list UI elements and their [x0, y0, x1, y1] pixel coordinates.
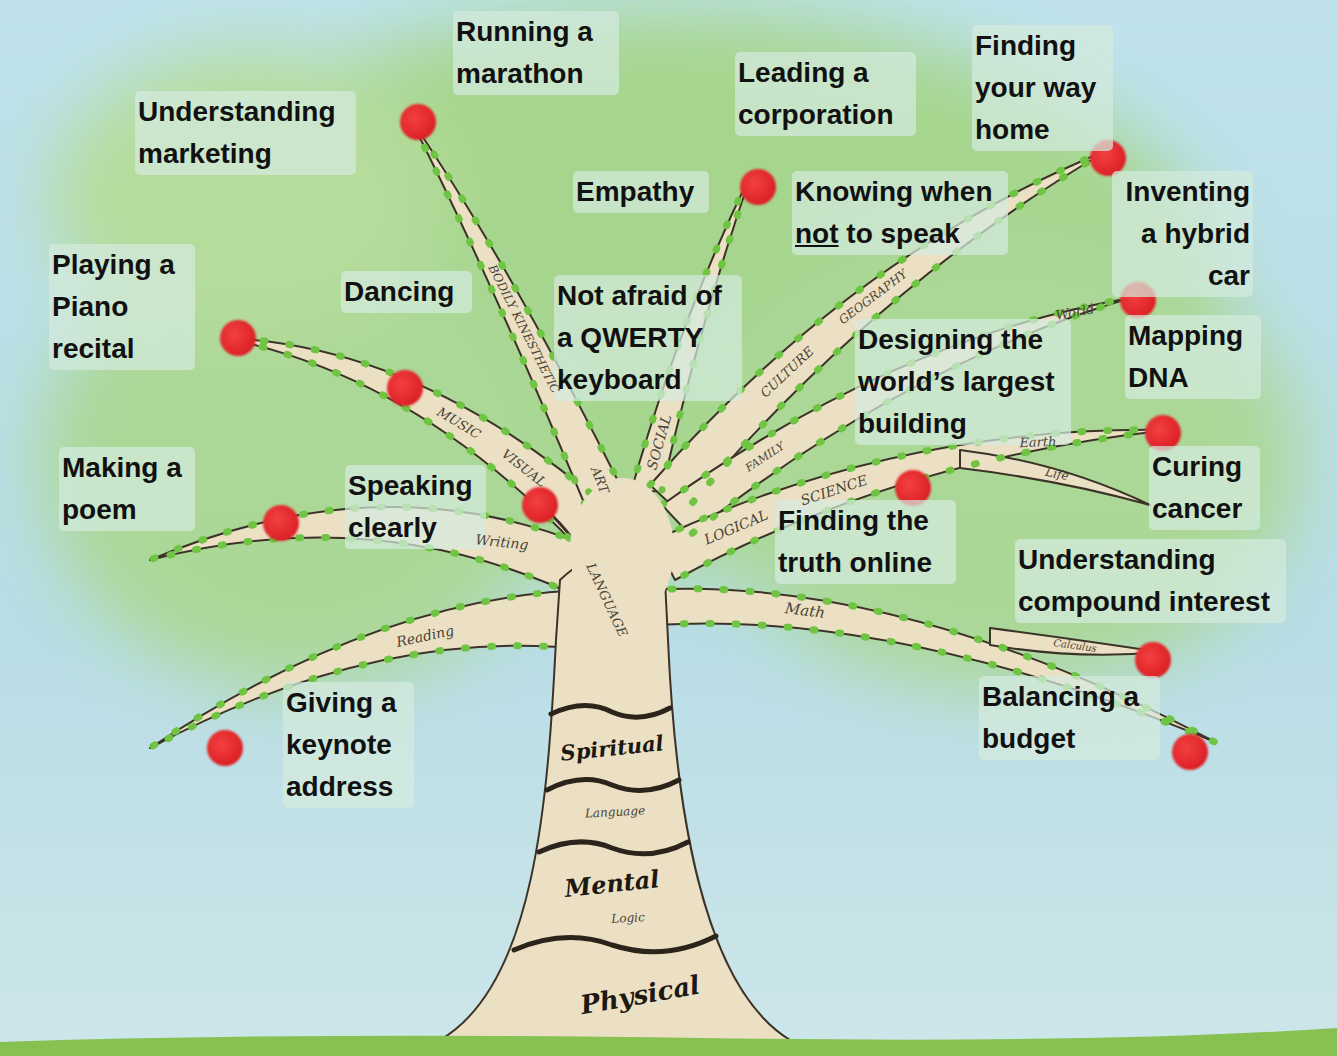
- underlined-word: not: [795, 218, 839, 249]
- apples: [207, 104, 1208, 770]
- skill-label: Knowing when not to speak: [792, 171, 1008, 255]
- branch-word: VISUAL: [500, 447, 549, 489]
- skill-label: Mapping DNA: [1125, 315, 1261, 399]
- skill-label: Making a poem: [59, 447, 195, 531]
- branch-word: LOGICAL: [702, 507, 770, 546]
- skill-label: Speaking clearly: [345, 465, 486, 549]
- skill-label: Understanding marketing: [135, 91, 356, 175]
- branch-word: Logic: [611, 911, 645, 925]
- skill-label: Finding your way home: [972, 25, 1113, 151]
- branch-word: Calculus: [1053, 638, 1098, 654]
- branch-word: Life: [1044, 466, 1069, 483]
- branch-word: GEOGRAPHY: [837, 268, 910, 327]
- branch-word: ART: [589, 465, 611, 495]
- tree-branches: [150, 118, 1215, 748]
- skill-label: Finding the truth online: [775, 500, 956, 584]
- trunk-word: Physical: [578, 972, 701, 1019]
- trunk-word: Spiritual: [559, 732, 664, 764]
- branch-word: World: [1055, 302, 1096, 322]
- skill-label: Leading a corporation: [735, 52, 916, 136]
- grass: [0, 1028, 1337, 1056]
- skill-label: Understanding compound interest: [1015, 539, 1286, 623]
- leaves: [150, 118, 1215, 748]
- branch-word: MUSIC: [435, 405, 483, 441]
- skill-label: Designing the world’s largest building: [855, 319, 1071, 445]
- branch-word: CULTURE: [758, 344, 816, 399]
- branch-word: FAMILY: [744, 440, 787, 473]
- skill-label: Not afraid of a QWERTY keyboard: [554, 275, 742, 401]
- skill-label: Dancing: [341, 271, 472, 313]
- skill-label: Running a marathon: [453, 11, 619, 95]
- branch-word: Earth: [1019, 435, 1056, 449]
- tree-trunk: [440, 555, 790, 1040]
- skill-label: Playing a Piano recital: [49, 244, 195, 370]
- trunk-word: Mental: [563, 867, 660, 901]
- skill-label: Empathy: [573, 171, 709, 213]
- skill-label: Curing cancer: [1149, 446, 1260, 530]
- branch-word: BODILY KINESTHETIC: [486, 263, 561, 395]
- branch-word: Language: [585, 804, 646, 819]
- branch-word: Reading: [395, 623, 455, 649]
- skill-label: Giving a keynote address: [283, 682, 414, 808]
- trunk-bands: [514, 705, 716, 951]
- branch-word: Math: [784, 601, 826, 621]
- branch-word: Writing: [475, 532, 529, 551]
- skill-label: Balancing a budget: [979, 676, 1160, 760]
- branch-word: SOCIAL: [644, 413, 673, 471]
- branch-word: LANGUAGE: [584, 561, 629, 639]
- trunk-junction: [570, 478, 674, 622]
- skill-label: Inventing a hybrid car: [1112, 171, 1253, 297]
